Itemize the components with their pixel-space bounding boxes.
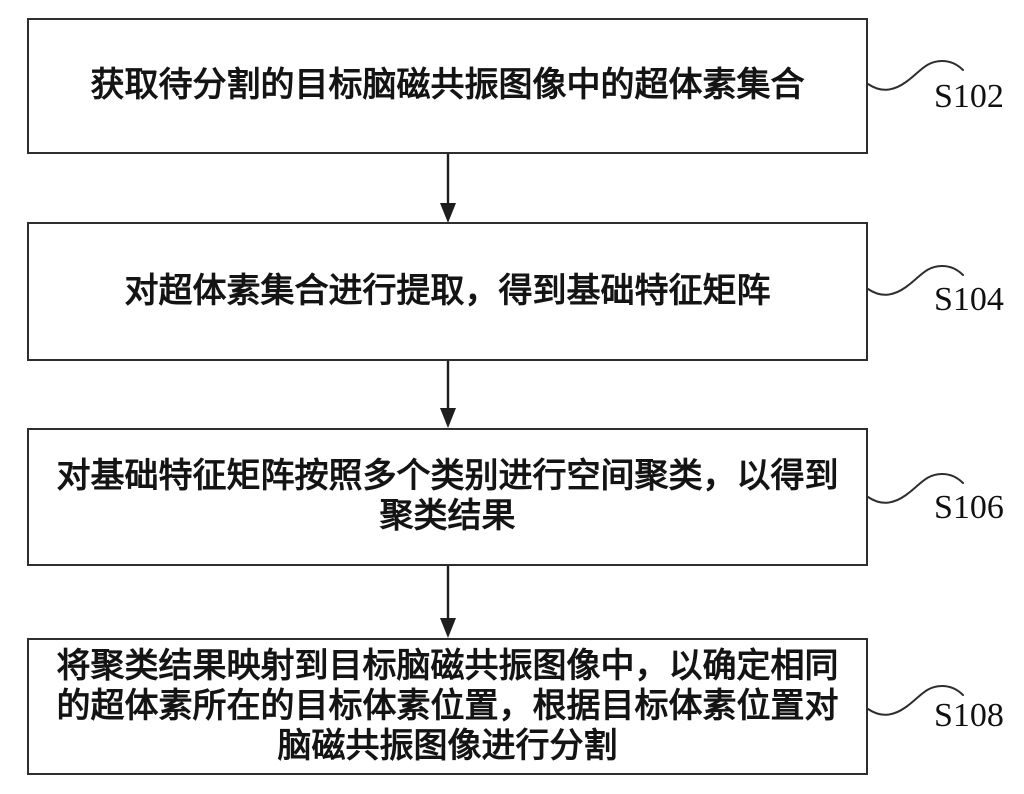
step-label-s108: S108	[934, 697, 1004, 734]
down-arrow-icon	[440, 154, 456, 223]
reference-squiggle-icon	[867, 59, 964, 91]
step-label-s106: S106	[934, 489, 1004, 526]
flow-step-box-3: 对基础特征矩阵按照多个类别进行空间聚类，以得到 聚类结果	[27, 428, 868, 566]
flow-step-box-2: 对超体素集合进行提取，得到基础特征矩阵	[27, 222, 868, 361]
step-4-text-line-3: 脑磁共振图像进行分割	[277, 727, 618, 765]
reference-squiggle-icon	[867, 472, 964, 504]
step-label-s102: S102	[934, 78, 1004, 115]
down-arrow-icon	[440, 361, 456, 428]
reference-squiggle-icon	[867, 264, 964, 296]
step-3-text-line-2: 聚类结果	[379, 498, 516, 535]
flow-step-box-1: 获取待分割的目标脑磁共振图像中的超体素集合	[27, 18, 868, 154]
reference-squiggle-icon	[867, 684, 964, 716]
flow-step-box-4: 将聚类结果映射到目标脑磁共振图像中，以确定相同 的超体素所在的目标体素位置，根据…	[27, 638, 868, 775]
step-4-text-line-1: 将聚类结果映射到目标脑磁共振图像中，以确定相同	[56, 647, 839, 685]
step-label-s104: S104	[934, 281, 1004, 318]
down-arrow-icon	[440, 566, 456, 638]
step-2-text: 对超体素集合进行提取，得到基础特征矩阵	[124, 272, 771, 310]
step-3-text-line-1: 对基础特征矩阵按照多个类别进行空间聚类，以得到	[56, 458, 839, 495]
step-1-text: 获取待分割的目标脑磁共振图像中的超体素集合	[90, 67, 805, 104]
step-4-text-line-2: 的超体素所在的目标体素位置，根据目标体素位置对	[56, 687, 839, 725]
